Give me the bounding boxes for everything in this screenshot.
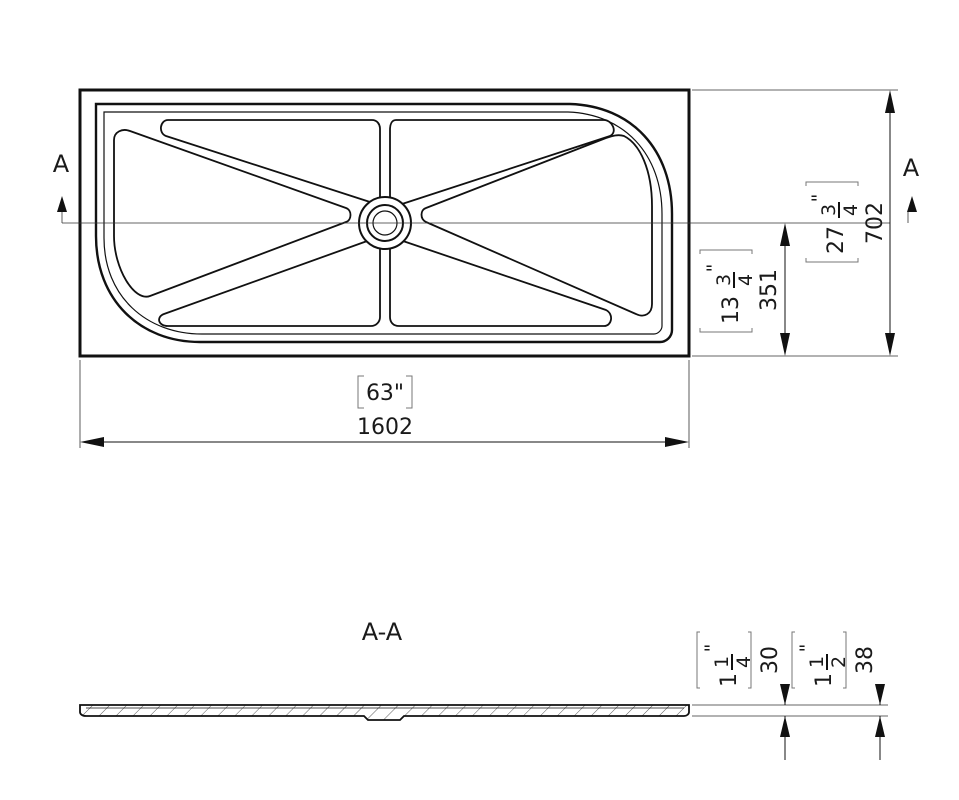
- svg-text:4: 4: [735, 274, 757, 286]
- plan-view: A A 63" 1602 351 13: [53, 88, 920, 448]
- drain-offset-dimension: 351 13 3 4 ": [699, 223, 790, 356]
- svg-text:1: 1: [717, 673, 742, 687]
- basin-outline: [94, 102, 674, 344]
- svg-text:": ": [808, 194, 830, 203]
- section-marker-left: A: [53, 150, 70, 178]
- section-arrow-right: [907, 196, 917, 212]
- section-arrow-left: [57, 196, 67, 212]
- depth-dimension: 702 27 3 4 ": [805, 90, 895, 356]
- channel-right: [420, 134, 653, 317]
- total-height-dimension: 38 1 1 2 ": [791, 631, 885, 760]
- drain-offset-mm-label: 351: [757, 269, 782, 311]
- svg-text:": ": [703, 264, 725, 273]
- width-inches-label: 63": [366, 381, 404, 406]
- svg-text:": ": [701, 644, 723, 653]
- depth-inches-label: 27 3 4 ": [805, 181, 862, 263]
- svg-text:3: 3: [818, 204, 840, 216]
- svg-text:4: 4: [733, 656, 755, 668]
- section-title: A-A: [362, 618, 403, 646]
- svg-text:27: 27: [824, 226, 849, 254]
- channel-bottom-left: [158, 238, 381, 327]
- channel-top-left: [160, 119, 381, 204]
- basin-inner-outline: [103, 111, 663, 335]
- svg-text:": ": [796, 644, 818, 653]
- height-dimension: 30 1 1 4 ": [696, 631, 790, 760]
- tray-profile: [79, 704, 690, 721]
- total-height-mm-label: 38: [853, 646, 878, 674]
- width-mm-label: 1602: [357, 415, 413, 440]
- width-dimension: 63" 1602: [80, 375, 689, 447]
- height-mm-label: 30: [758, 646, 783, 674]
- section-view: A-A 30 1 1 4 ": [79, 618, 888, 760]
- channel-bottom-right: [389, 238, 612, 327]
- channel-top-right: [389, 119, 615, 206]
- svg-text:1: 1: [812, 673, 837, 687]
- svg-text:13: 13: [719, 296, 744, 324]
- svg-text:3: 3: [713, 274, 735, 286]
- svg-text:1: 1: [806, 656, 828, 668]
- height-inches-label: 1 1 4 ": [696, 631, 755, 689]
- drain-offset-inches-label: 13 3 4 ": [699, 249, 757, 333]
- channel-left: [113, 129, 352, 298]
- svg-text:4: 4: [840, 204, 862, 216]
- total-height-inches-label: 1 1 2 ": [791, 631, 850, 689]
- depth-mm-label: 702: [863, 202, 888, 244]
- section-marker-right: A: [903, 154, 920, 182]
- svg-text:1: 1: [711, 656, 733, 668]
- svg-text:2: 2: [828, 656, 850, 668]
